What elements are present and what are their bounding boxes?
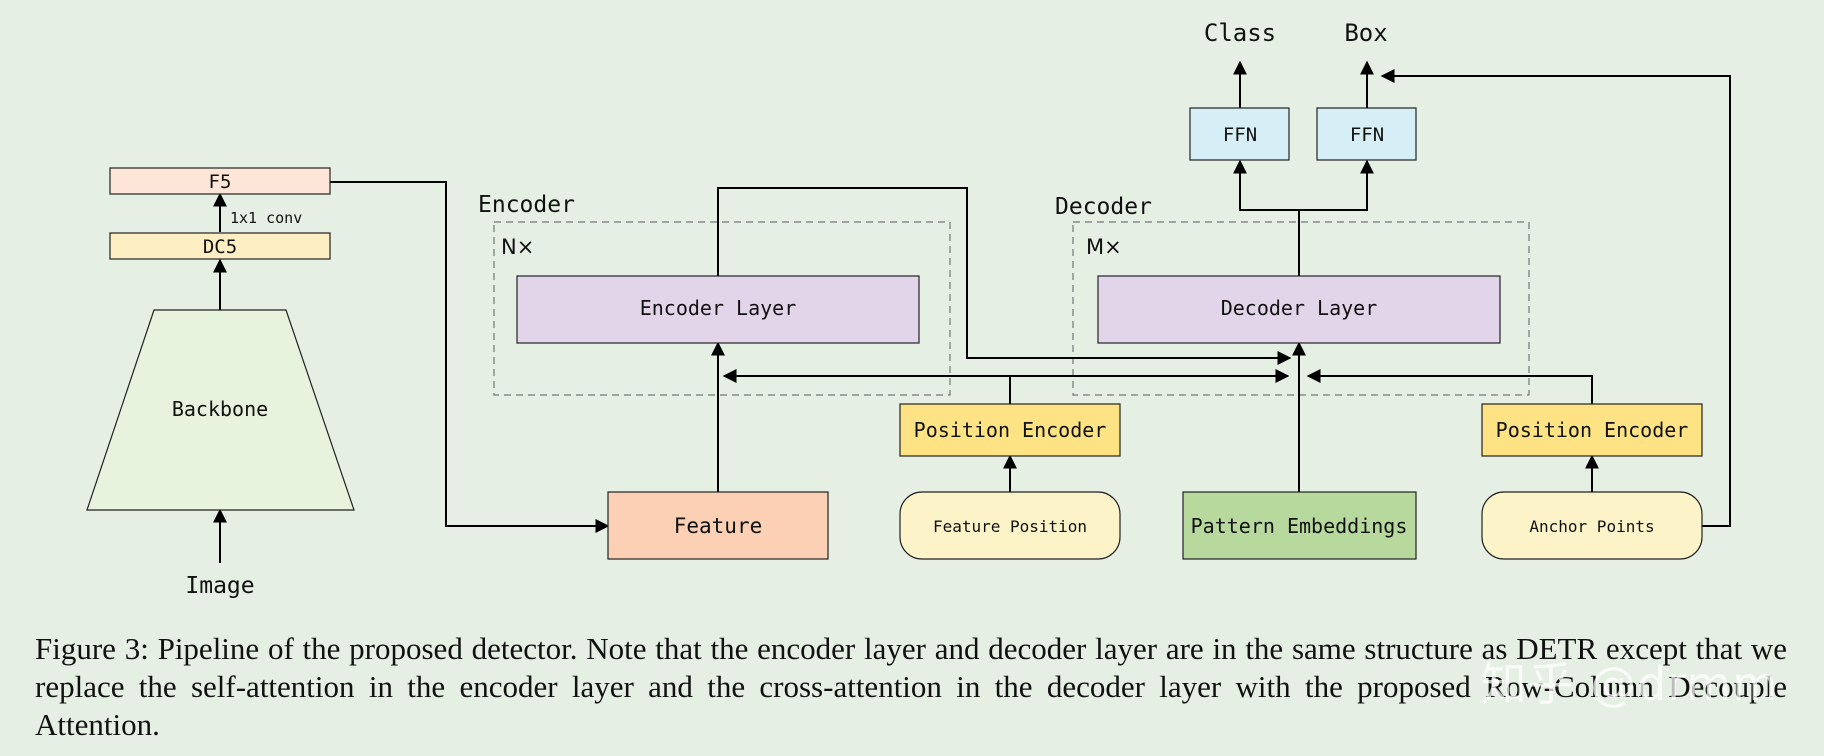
pattern-embeddings-label: Pattern Embeddings xyxy=(1191,514,1408,538)
feature-position-label: Feature Position xyxy=(933,517,1087,536)
position-encoder-1-label: Position Encoder xyxy=(914,418,1107,442)
feature-label: Feature xyxy=(674,514,763,538)
backbone-trapezoid xyxy=(86,309,355,511)
ffn-box-box xyxy=(1316,107,1417,161)
conv-label: 1x1 conv xyxy=(230,209,302,227)
encoder-to-decoder-line xyxy=(717,187,1288,359)
decoder-layer-box xyxy=(1097,275,1501,344)
f5-to-feature-arrow xyxy=(330,181,610,533)
encoder-repeat-frame xyxy=(493,221,951,396)
ffn-class-label: FFN xyxy=(1223,124,1257,146)
ffn-box-label: FFN xyxy=(1350,124,1384,146)
encoder-repeat-label: N× xyxy=(501,235,534,259)
backbone-label: Backbone xyxy=(172,397,268,421)
decoder-repeat-label: M× xyxy=(1086,235,1122,259)
feature-position-box xyxy=(899,491,1121,560)
decoder-layer-label: Decoder Layer xyxy=(1221,296,1378,320)
class-output-label: Class xyxy=(1204,19,1276,47)
anchor-to-box-arrow xyxy=(1380,69,1731,527)
decoder-to-ffn-class-arrow xyxy=(1233,159,1299,211)
pipeline-diagram: F5 1x1 conv DC5 Backbone Image Encoder N… xyxy=(86,19,1731,599)
position-encoder-1-box xyxy=(899,403,1121,457)
encoder-title: Encoder xyxy=(478,192,575,218)
dc5-label: DC5 xyxy=(203,236,237,258)
ffn-class-box xyxy=(1189,107,1290,161)
f5-box xyxy=(109,167,331,195)
decoder-to-ffn-box-arrow xyxy=(1299,159,1374,211)
watermark: 知乎 @drmm xyxy=(1480,657,1778,711)
feature-box xyxy=(607,491,829,560)
box-output-label: Box xyxy=(1344,19,1387,47)
dc5-box xyxy=(109,232,331,260)
image-label: Image xyxy=(185,573,254,599)
position-encoder-2-label: Position Encoder xyxy=(1496,418,1689,442)
decoder-title: Decoder xyxy=(1055,194,1152,220)
position-encoder-2-box xyxy=(1481,403,1703,457)
figure-caption: Figure 3: Pipeline of the proposed detec… xyxy=(35,631,1787,742)
anchor-points-label: Anchor Points xyxy=(1529,517,1654,536)
anchor-points-box xyxy=(1481,491,1703,560)
encoder-layer-box xyxy=(516,275,920,344)
connectors xyxy=(213,60,1731,563)
pattern-embeddings-box xyxy=(1182,491,1417,560)
f5-label: F5 xyxy=(209,171,232,193)
posenc2-to-decoder-arrow xyxy=(1306,369,1593,404)
decoder-repeat-frame xyxy=(1072,221,1530,396)
encoder-layer-label: Encoder Layer xyxy=(640,296,797,320)
